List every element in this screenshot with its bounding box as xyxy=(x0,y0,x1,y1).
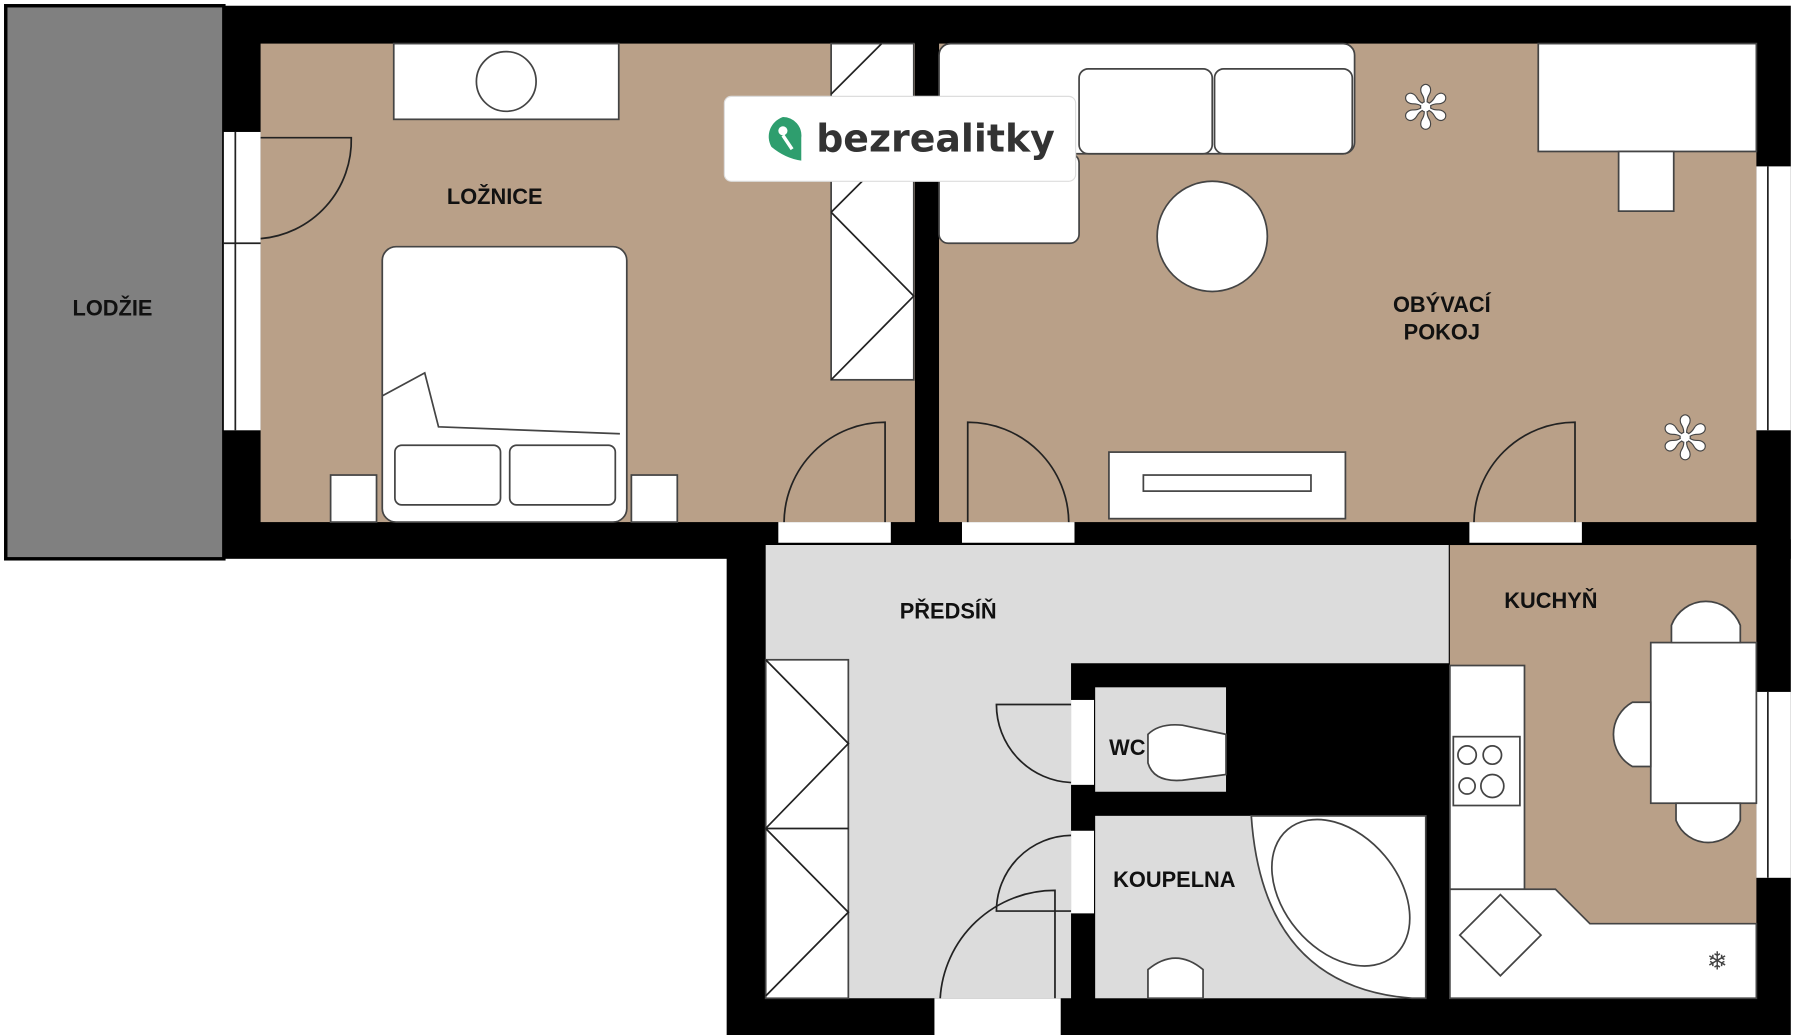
label-lodzie: LODŽIE xyxy=(73,296,153,321)
label-predsin: PŘEDSÍŇ xyxy=(900,598,997,623)
balcony xyxy=(4,4,226,561)
svg-text:✻: ✻ xyxy=(1401,76,1451,142)
label-loznice: LOŽNICE xyxy=(447,184,543,209)
svg-text:✻: ✻ xyxy=(1660,406,1710,472)
svg-text:❄: ❄ xyxy=(1707,949,1728,976)
doors xyxy=(260,136,1582,1035)
windows xyxy=(223,131,1791,878)
logo-text: bezrealitky xyxy=(816,116,1055,160)
label-koupelna: KOUPELNA xyxy=(1113,867,1236,892)
furniture: ✻ ✻ ❄ xyxy=(329,42,1758,1000)
room-predsin xyxy=(765,545,1449,999)
logo: bezrealitky xyxy=(723,95,1077,182)
label-obyvaci-1: OBÝVACÍ xyxy=(1393,292,1492,317)
label-wc: WC xyxy=(1109,735,1146,760)
label-obyvaci-2: POKOJ xyxy=(1404,320,1480,345)
label-kuchyn: KUCHYŇ xyxy=(1504,588,1597,613)
